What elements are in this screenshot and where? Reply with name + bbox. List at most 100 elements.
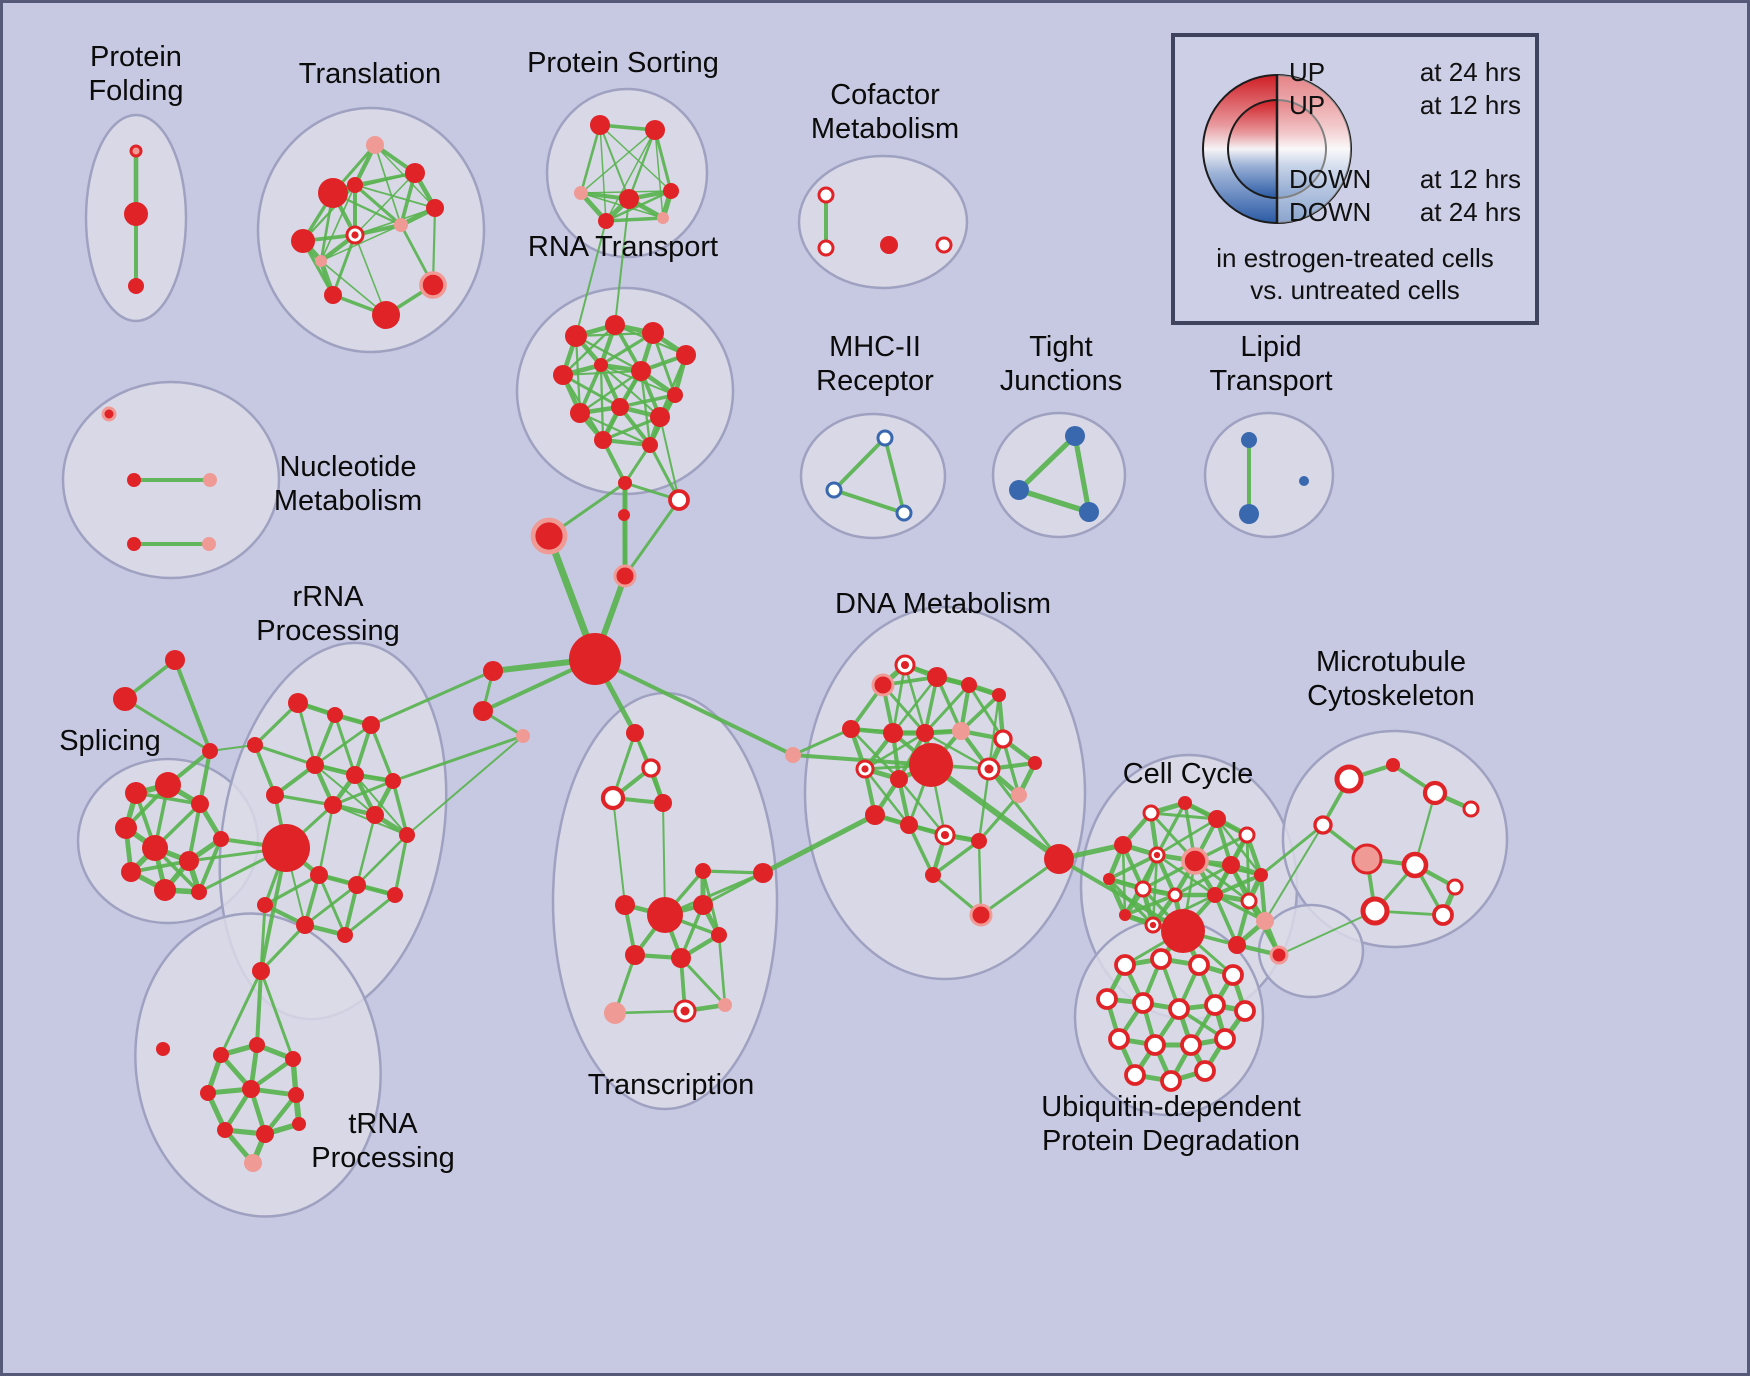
gene-node	[362, 716, 380, 734]
edge	[355, 833, 409, 887]
gene-node	[324, 796, 342, 814]
gene-node	[693, 895, 713, 915]
edge	[760, 812, 878, 876]
edge	[599, 124, 607, 222]
gene-node	[155, 772, 181, 798]
edge	[1121, 843, 1127, 917]
edge	[928, 762, 1062, 862]
gene-node	[871, 673, 895, 697]
gene-node	[213, 831, 229, 847]
gene-node	[865, 805, 885, 825]
cluster-ellipse-mhc-ii-receptor	[799, 412, 947, 540]
gene-node	[605, 315, 625, 335]
edge	[604, 216, 665, 223]
gene-node	[1160, 1070, 1182, 1092]
edge	[614, 198, 630, 326]
gene-node	[668, 489, 690, 511]
edge	[303, 883, 359, 927]
edge	[369, 723, 395, 783]
gene-node	[642, 437, 658, 453]
edge	[575, 220, 607, 337]
edge	[717, 933, 727, 1007]
edge	[987, 693, 1001, 771]
edge	[791, 727, 853, 757]
edge	[1264, 824, 1324, 922]
gene-node	[718, 998, 732, 1012]
gene-node	[385, 773, 401, 789]
gene-node	[1132, 992, 1154, 1014]
gene-node	[642, 322, 664, 344]
gene-node	[200, 1085, 216, 1101]
gene-node	[1360, 896, 1390, 926]
gene-node	[927, 667, 947, 687]
edge	[579, 123, 602, 195]
gene-node	[473, 701, 493, 721]
edge	[701, 869, 765, 875]
edge	[653, 128, 673, 193]
gene-node	[318, 178, 348, 208]
gene-node	[969, 903, 993, 927]
gene-node	[1167, 887, 1183, 903]
gene-node	[645, 120, 665, 140]
gene-node	[324, 286, 342, 304]
gene-node	[366, 136, 384, 154]
gene-node	[399, 827, 415, 843]
cluster-ellipse-protein-sorting	[545, 87, 709, 259]
legend-term: UP	[1289, 57, 1326, 87]
edge	[354, 184, 436, 209]
edge	[601, 415, 662, 442]
gene-node	[842, 720, 860, 738]
legend-time: at 12 hrs	[1419, 164, 1521, 194]
gene-node	[625, 945, 645, 965]
gene-node	[1228, 936, 1246, 954]
edge	[967, 683, 1005, 741]
gene-node	[247, 737, 263, 753]
gene-node-core	[861, 765, 869, 773]
gene-node	[1222, 964, 1244, 986]
gene-node	[598, 213, 614, 229]
legend-term: DOWN	[1289, 164, 1372, 194]
gene-node	[1240, 892, 1258, 910]
gene-node	[1238, 826, 1256, 844]
edge	[219, 969, 263, 1057]
edge	[1016, 433, 1078, 493]
gene-node	[631, 361, 651, 381]
edge	[832, 436, 887, 492]
edge	[355, 813, 377, 887]
gene-node	[753, 863, 773, 883]
gene-node	[1207, 887, 1223, 903]
gene-node	[565, 325, 587, 347]
gene-node	[530, 517, 568, 555]
edge	[659, 416, 680, 501]
gene-node	[394, 218, 408, 232]
edge	[891, 675, 939, 735]
edge	[259, 923, 307, 973]
legend-row-up-24: UP at 24 hrs	[1289, 57, 1521, 88]
gene-node	[292, 1117, 306, 1131]
gene-node	[971, 833, 987, 849]
edge	[593, 657, 795, 757]
edge	[627, 128, 657, 201]
gene-node	[372, 301, 400, 329]
edge	[173, 658, 212, 753]
gene-node	[306, 756, 324, 774]
edge	[406, 735, 524, 836]
gene-node	[142, 835, 168, 861]
gene-node	[419, 271, 447, 299]
gene-node	[483, 661, 503, 681]
gene-node	[426, 199, 444, 217]
edge	[679, 956, 727, 1007]
gene-node	[1462, 800, 1480, 818]
gene-node	[129, 144, 143, 158]
gene-node	[993, 729, 1013, 749]
edge	[561, 323, 617, 377]
legend-row-up-12: UP at 12 hrs	[1289, 90, 1521, 121]
gene-node	[600, 785, 626, 811]
gene-node	[127, 473, 141, 487]
gene-node-core	[1149, 921, 1157, 929]
gene-node	[1208, 810, 1226, 828]
edge	[604, 189, 673, 223]
gene-node	[654, 794, 672, 812]
edge	[977, 839, 983, 917]
